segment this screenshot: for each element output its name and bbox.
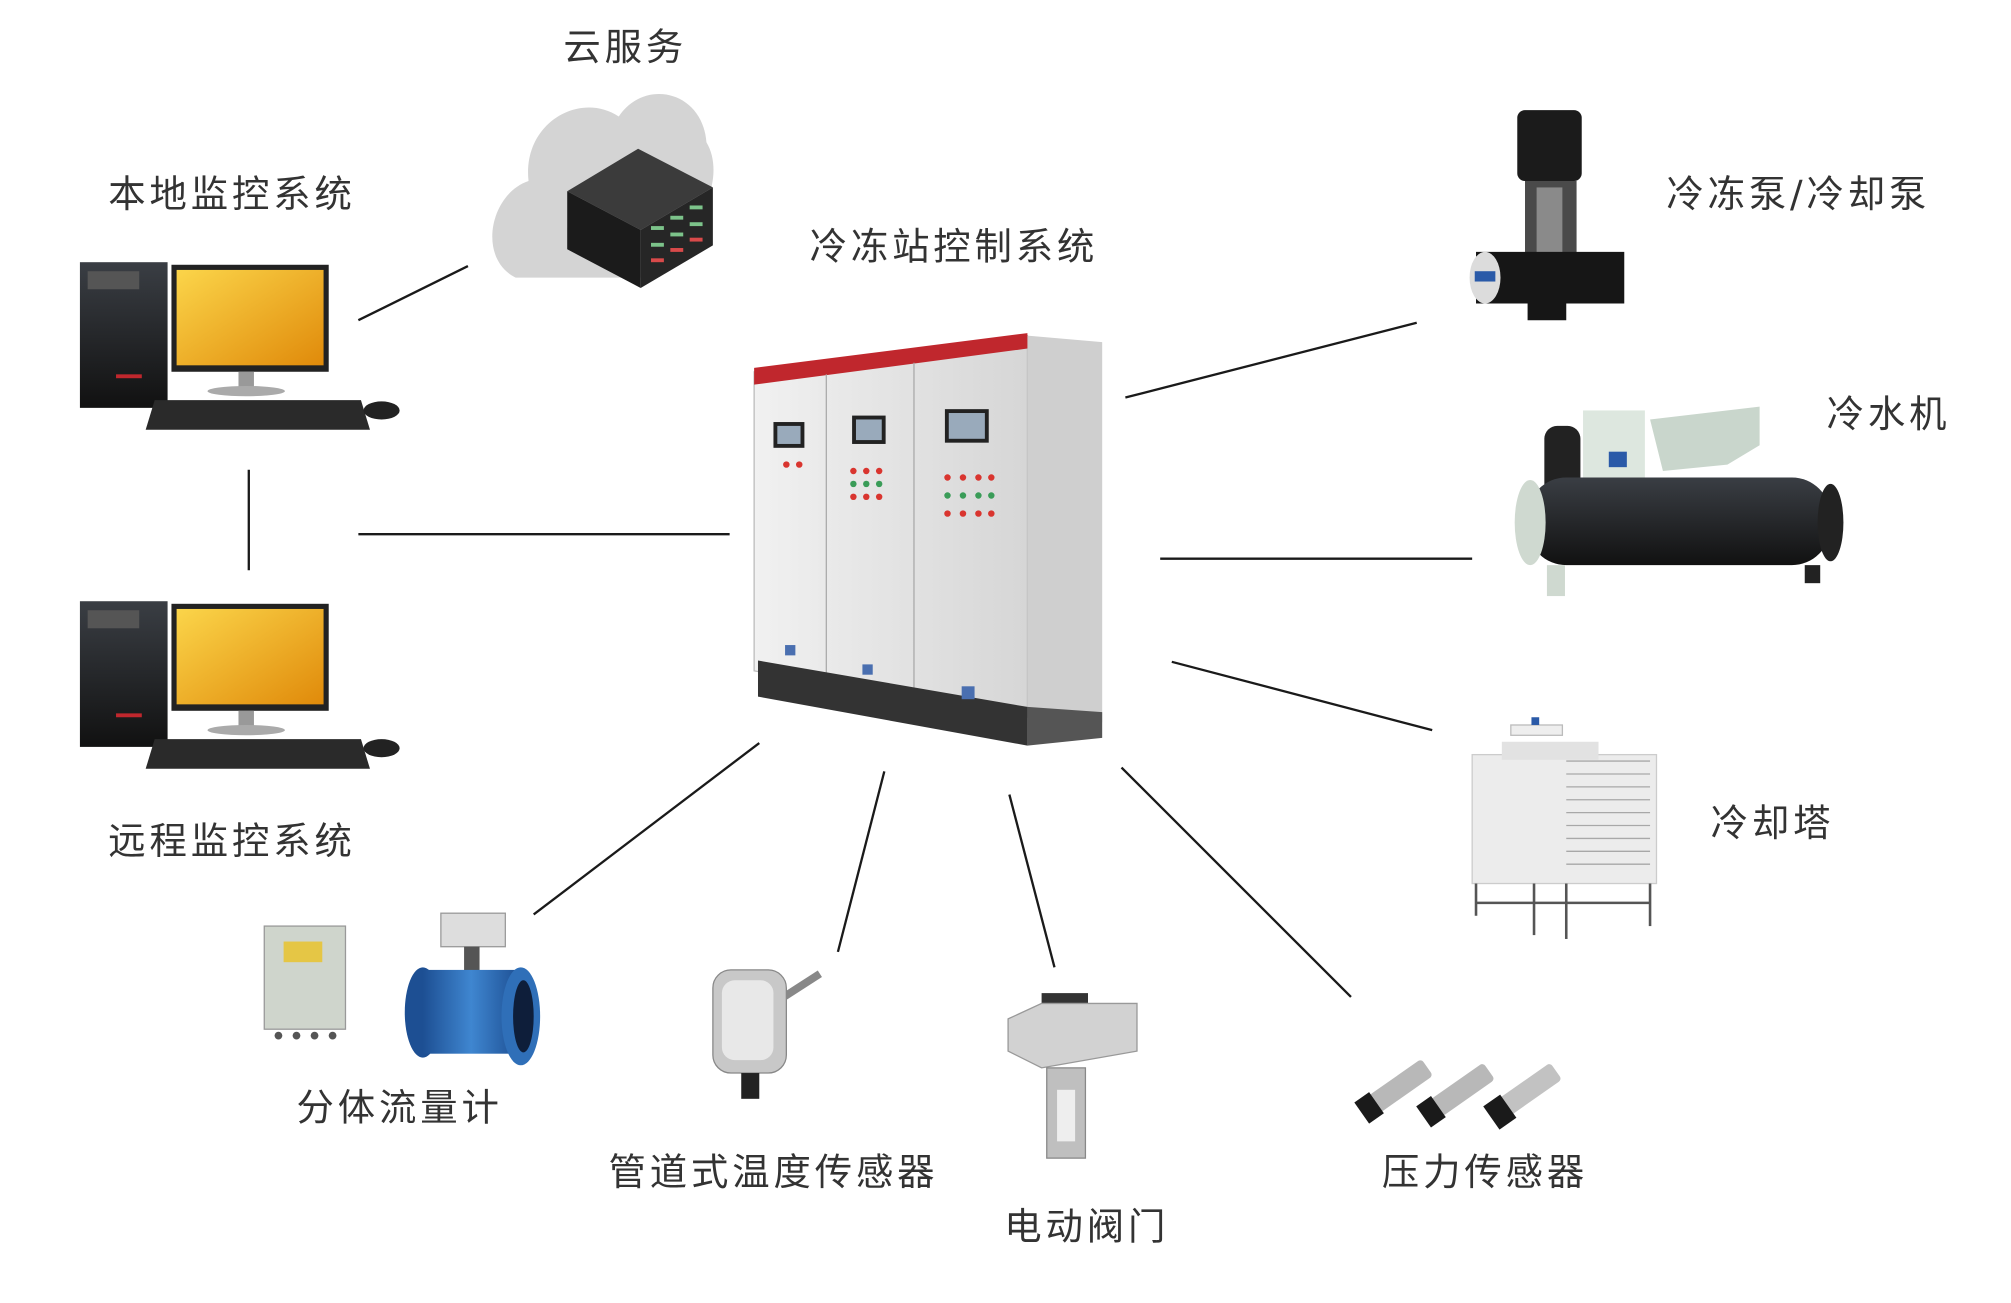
- label-pressure-sensor: 压力传感器: [1382, 1150, 1588, 1194]
- label-cooling-tower: 冷却塔: [1711, 801, 1835, 845]
- line-local-cloud: [357, 265, 469, 322]
- label-valve: 电动阀门: [1004, 1204, 1169, 1248]
- line-cabinet-tower: [1171, 660, 1433, 732]
- labels: 云服务 本地监控系统 冷冻站控制系统 冷冻泵/冷却泵 冷水机 冷却塔 远程监控系…: [108, 25, 1951, 1249]
- pump-icon: [1469, 110, 1625, 321]
- line-cabinet-tempsensor: [836, 771, 886, 953]
- pressure-sensor-icon: [1354, 1060, 1561, 1130]
- local-computer-icon: [79, 262, 400, 430]
- label-pump: 冷冻泵/冷却泵: [1666, 172, 1930, 216]
- electric-valve-icon: [1007, 993, 1138, 1159]
- line-cabinet-flowmeter: [532, 742, 760, 916]
- connection-lines: [247, 265, 1473, 998]
- chiller-icon: [1514, 406, 1844, 597]
- temperature-sensor-icon: [712, 969, 822, 1099]
- line-cabinet-pump: [1125, 321, 1418, 399]
- label-chiller: 冷水机: [1827, 392, 1951, 436]
- remote-computer-icon: [79, 601, 400, 769]
- control-cabinet-icon: [753, 333, 1103, 746]
- label-flow-meter: 分体流量计: [297, 1086, 503, 1130]
- line-cabinet-valve: [1008, 794, 1056, 968]
- label-local-monitor: 本地监控系统: [108, 172, 355, 216]
- label-remote-monitor: 远程监控系统: [108, 819, 355, 863]
- line-cabinet-pressure: [1120, 766, 1352, 998]
- label-control-system: 冷冻站控制系统: [810, 225, 1099, 269]
- label-temp-sensor: 管道式温度传感器: [608, 1150, 938, 1194]
- cooling-tower-icon: [1471, 717, 1658, 939]
- cloud-server-icon: [492, 94, 714, 288]
- flow-meter-icon: [263, 912, 541, 1066]
- label-cloud: 云服务: [563, 25, 687, 69]
